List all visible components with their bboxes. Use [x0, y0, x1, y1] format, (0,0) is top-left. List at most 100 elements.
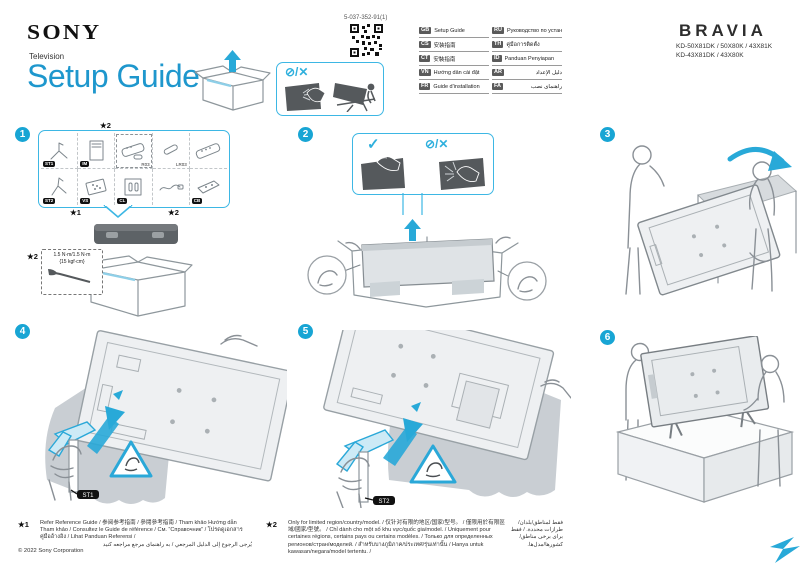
copyright: © 2022 Sony Corporation: [18, 548, 84, 554]
page-title: Setup Guide: [27, 58, 200, 94]
model-numbers: KD-50X81DK / 50X80K / 43X81K KD-43X81DK …: [676, 42, 772, 60]
lang-label: Guide d'installation: [433, 83, 480, 90]
footnote-2-text: Only for limited region/country/model. /…: [288, 520, 505, 555]
place-tv-on-table-illustration: [615, 336, 795, 503]
torque-value: 1.5 N·m/1.5 N·m: [53, 252, 91, 258]
lang-code: AR: [492, 69, 504, 76]
attach-stand-leg-left-illustration: ST1: [45, 330, 287, 504]
lang-label: Panduan Penyiapan: [504, 55, 555, 62]
box-illustration: [83, 255, 193, 317]
lang-label: Руководство по установке: [506, 27, 562, 34]
accessories-bubble-pointer: [103, 205, 133, 218]
rotate-tv-onto-table-illustration: [625, 145, 797, 296]
lang-code: CS: [419, 41, 431, 48]
accessory-tag: IM: [80, 161, 90, 167]
lang-code: GB: [419, 27, 432, 34]
stand-covers-icon: [124, 178, 142, 196]
accessory-remote-2: [189, 133, 227, 169]
torque-value-2: {15 kgf·cm}: [59, 258, 85, 265]
accessory-ac-cord: [153, 169, 190, 205]
footnote-1-rtl: يُرجى الرجوع إلى الدليل المرجعي / به راه…: [102, 541, 252, 548]
accessory-battery-lr03: LR03: [152, 133, 190, 169]
footnote-1-star: ★1: [18, 520, 29, 529]
screwdriver-icon: [48, 269, 91, 283]
lang-code: TH: [492, 41, 504, 48]
footnote-1-text: Refer Reference Guide / 参阅参考指南 / 參閱參考指南 …: [40, 520, 252, 549]
step-2-badge: 2: [298, 127, 313, 142]
pinch-warning-icon: [409, 444, 457, 484]
lift-arrow-icon: [224, 50, 241, 72]
footnote-2-star: ★2: [266, 520, 277, 529]
dont-press-screen-illustration: [285, 83, 326, 111]
step-1-badge: 1: [15, 127, 30, 142]
accessory-screws: VS: [78, 169, 116, 205]
accessory-tag: ST1: [43, 161, 56, 167]
battery-icon: [163, 143, 178, 155]
remote-icon: [196, 142, 221, 159]
accessories-star-1: ★1: [70, 208, 81, 217]
accessories-star-2: ★2: [168, 208, 179, 217]
accessory-bracket: CB: [190, 169, 227, 205]
model-line: KD-50X81DK / 50X80K / 43X81K: [676, 43, 773, 50]
lang-label: คู่มือการติดตั้ง: [506, 41, 540, 48]
lang-code: VN: [419, 69, 431, 76]
pinch-warning-icon: [109, 440, 153, 478]
lang-label: 安装指南: [433, 42, 456, 49]
battery-type-label: LR03: [176, 162, 187, 167]
leg-tag: ST1: [70, 489, 99, 499]
packaging-insert-illustration: [94, 224, 178, 244]
remote-icon: [122, 142, 145, 159]
accessory-remote-r03-group: R03: [115, 133, 153, 169]
grip-warning-box: ✓ ⊘/✕: [352, 133, 494, 195]
screws-bag-icon: [85, 178, 107, 196]
lang-code: FA: [492, 83, 504, 90]
ac-cord-icon: [159, 184, 184, 191]
lang-code: ID: [492, 55, 502, 62]
manual-icon: [89, 140, 104, 160]
wrong-grip-illustration: [439, 158, 485, 190]
accessory-covers: CL: [115, 169, 153, 205]
accessory-tag: CL: [117, 198, 128, 204]
step-6-badge: 6: [600, 330, 615, 345]
accessories-box: ST1 IM R03 LR03: [38, 130, 230, 208]
bracket-icon: [197, 180, 220, 194]
accessory-stand-leg-1: ST1: [41, 133, 79, 169]
corner-arrow-mark: [770, 537, 800, 563]
lang-label: 安裝指南: [433, 56, 456, 63]
accessories-star-top: ★2: [100, 121, 111, 130]
accessory-tag: ST2: [43, 198, 56, 204]
qr-code: [350, 24, 383, 57]
tv-falling-illustration: [333, 83, 376, 112]
stand-leg-icon: [51, 177, 67, 196]
leg-tag: ST2: [364, 496, 395, 505]
accessory-stand-leg-2: ST2: [41, 169, 79, 205]
lang-label: دليل الإعداد: [535, 69, 562, 76]
torque-note: 1.5 N·m/1.5 N·m {15 kgf·cm}: [41, 249, 103, 295]
footnote-1-latin: Refer Reference Guide / 参阅参考指南 / 參閱參考指南 …: [40, 520, 243, 541]
lang-label: Setup Guide: [434, 27, 465, 34]
svg-text:ST2: ST2: [378, 499, 390, 505]
prohibition-icon: ⊘/✕: [425, 137, 449, 151]
lang-row: AR دليل الإعداد: [492, 66, 562, 80]
accessory-tag: CB: [191, 198, 203, 204]
accessory-tag: VS: [80, 198, 91, 204]
lang-code: FR: [419, 83, 431, 90]
step-3-badge: 3: [600, 127, 615, 142]
lang-code: CT: [419, 55, 431, 62]
prohibition-icon: ⊘/✕: [285, 65, 309, 79]
step-4-badge: 4: [15, 324, 30, 339]
torque-star: ★2: [27, 252, 38, 261]
bravia-logo: BRAVIA: [679, 21, 767, 40]
step-5-badge: 5: [298, 324, 313, 339]
unboxing-illustration: [194, 50, 271, 111]
